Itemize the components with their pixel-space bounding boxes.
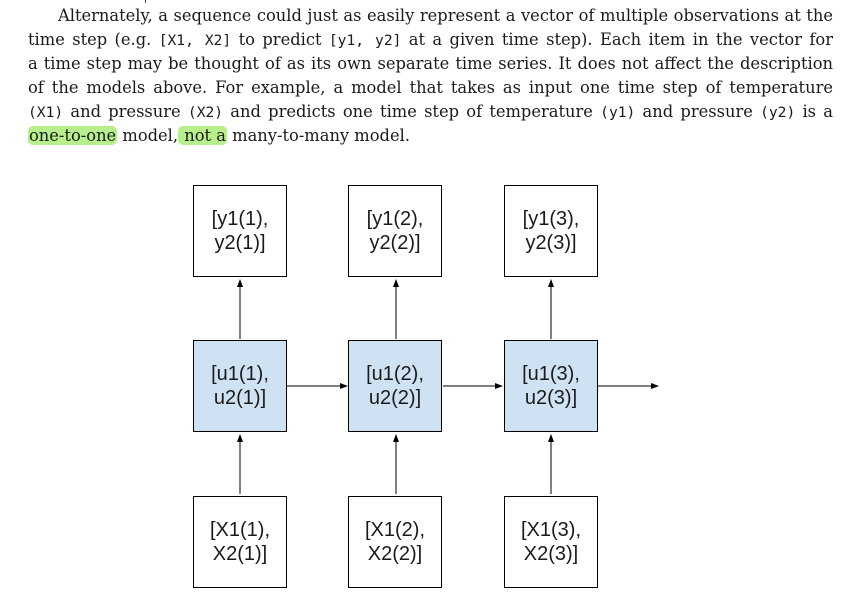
- text-run: many-to-many model.: [226, 126, 410, 146]
- text-run: and predicts one time step of temperatur…: [223, 102, 601, 122]
- paragraph-line-3: a time step may be thought of as its own…: [28, 52, 833, 76]
- inline-code: (X1): [28, 104, 64, 122]
- node-label-line: u2(3)]: [524, 387, 578, 409]
- node-label-line: u2(2)]: [368, 387, 422, 409]
- input-node-2: [X1(2), X2(2)]: [348, 496, 442, 588]
- node-label-line: [y1(2),: [366, 208, 424, 230]
- hidden-node-3: [u1(3), u2(3)]: [504, 340, 598, 432]
- node-label-line: y2(2)]: [369, 232, 421, 254]
- text-run: at a given time step). Each item in the …: [401, 30, 833, 50]
- paragraph-line-2: time step (e.g. [X1, X2] to predict [y1,…: [28, 28, 833, 52]
- text-run: and pressure: [63, 102, 188, 122]
- inline-code: (y2): [760, 104, 796, 122]
- node-label-line: X2(2)]: [367, 543, 423, 565]
- text-run: a time step may be thought of as its own…: [28, 54, 833, 74]
- text-run: time step (e.g.: [28, 30, 159, 50]
- output-node-1: [y1(1), y2(1)]: [193, 185, 287, 277]
- text-run: and pressure: [635, 102, 761, 122]
- node-label-line: u2(1)]: [213, 387, 267, 409]
- node-label-line: X2(3)]: [523, 543, 579, 565]
- hidden-node-1: [u1(1), u2(1)]: [193, 340, 287, 432]
- node-label-line: y2(3)]: [525, 232, 577, 254]
- node-label-line: [X1(2),: [364, 519, 426, 541]
- inline-code: (y1): [600, 104, 636, 122]
- paragraph-line-6: one-to-one model, not a many-to-many mod…: [28, 124, 833, 148]
- output-node-2: [y1(2), y2(2)]: [348, 185, 442, 277]
- node-label-line: y2(1)]: [214, 232, 266, 254]
- hidden-node-2: [u1(2), u2(2)]: [348, 340, 442, 432]
- input-node-1: [X1(1), X2(1)]: [193, 496, 287, 588]
- text-run: model,: [117, 126, 179, 146]
- node-label-line: [X1(3),: [520, 519, 582, 541]
- node-label-line: [u1(3),: [522, 363, 580, 385]
- input-node-3: [X1(3), X2(3)]: [504, 496, 598, 588]
- page-top-mark: [145, 0, 146, 3]
- inline-code: [y1, y2]: [328, 32, 402, 50]
- paragraph-line-5: (X1) and pressure (X2) and predicts one …: [28, 100, 833, 124]
- output-node-3: [y1(3), y2(3)]: [504, 185, 598, 277]
- node-label-line: [u1(1),: [211, 363, 269, 385]
- body-paragraph: Alternately, a sequence could just as ea…: [28, 4, 833, 149]
- text-run: is a: [795, 102, 833, 122]
- node-label-line: X2(1)]: [212, 543, 268, 565]
- node-label-line: [y1(3),: [522, 208, 580, 230]
- text-run: Alternately, a sequence could just as ea…: [58, 6, 833, 25]
- paragraph-line-4: of the models above. For example, a mode…: [28, 76, 833, 100]
- text-run: of the models above. For example, a mode…: [28, 78, 833, 98]
- node-label-line: [y1(1),: [211, 208, 269, 230]
- highlight-one-to-one: one-to-one: [28, 126, 118, 146]
- node-label-line: [X1(1),: [209, 519, 271, 541]
- inline-code: [X1, X2]: [158, 32, 232, 50]
- highlight-not-a: not a: [178, 126, 227, 146]
- text-run: to predict: [231, 30, 329, 50]
- node-label-line: [u1(2),: [366, 363, 424, 385]
- paragraph-line-1: Alternately, a sequence could just as ea…: [28, 4, 833, 28]
- inline-code: (X2): [187, 104, 224, 122]
